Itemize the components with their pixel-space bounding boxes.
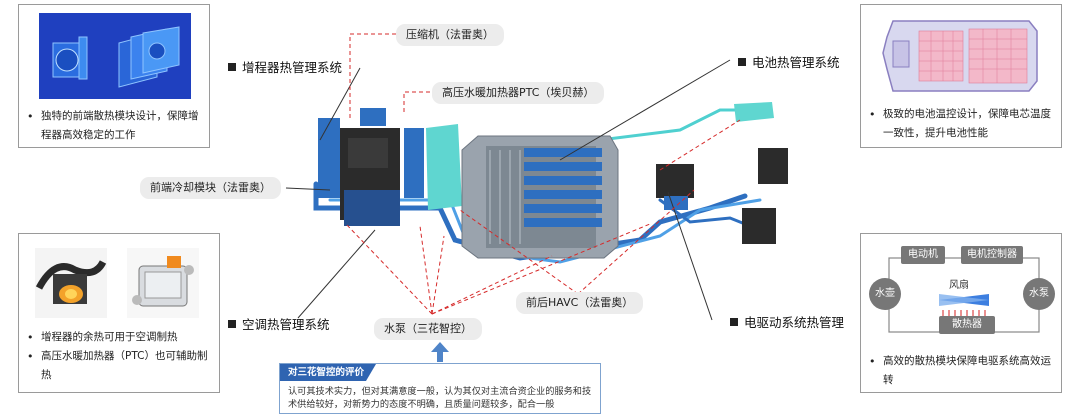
edrive-panel: 电动机 电机控制器 水壶 水泵 风扇 散热器 高效的散热模块保障电驱系统高效运转 — [860, 233, 1062, 393]
section-marker — [228, 62, 236, 71]
range-extender-panel: 独特的前端散热模块设计，保障增程器高效稳定的工作 — [18, 4, 210, 148]
battery-panel: 极致的电池温控设计，保障电芯温度一致性，提升电池性能 — [860, 4, 1062, 148]
ac-section-label: 空调热管理系统 — [228, 314, 330, 333]
compressor-callout: 压缩机（法雷奥） — [396, 24, 504, 46]
ac-section-text: 空调热管理系统 — [242, 317, 330, 332]
section-marker — [228, 319, 236, 328]
evaluation-text: 认可其技术实力，但对其满意度一般，认为其仅对主流合资企业的服务和技术供给较好，对… — [288, 386, 592, 410]
edrive-section-label: 电驱动系统热管理 — [730, 312, 844, 331]
evaluation-box: 对三花智控的评价 认可其技术实力，但对其满意度一般，认为其仅对主流合资企业的服务… — [279, 363, 601, 414]
ac-panel: 增程器的余热可用于空调制热 高压水暖加热器（PTC）也可辅助制热 — [18, 233, 220, 393]
motor-box: 电动机 — [901, 246, 945, 264]
evaluation-title: 对三花智控的评价 — [280, 364, 376, 381]
hvac-callout: 前后HAVC（法雷奥） — [516, 292, 644, 314]
battery-bullet: 极致的电池温控设计，保障电芯温度一致性，提升电池性能 — [867, 105, 1057, 143]
ac-bullet-ptc: 高压水暖加热器（PTC）也可辅助制热 — [25, 347, 215, 385]
battery-section-label: 电池热管理系统 — [738, 52, 840, 71]
kettle-circle: 水壶 — [869, 278, 901, 310]
battery-pack-image — [879, 11, 1041, 95]
front-cooling-module-image — [39, 13, 191, 99]
ptc-heater-image — [127, 248, 199, 318]
range-extender-section-label: 增程器热管理系统 — [228, 57, 342, 76]
ptc-callout: 高压水暖加热器PTC（埃贝赫） — [432, 82, 605, 104]
controller-box: 电机控制器 — [961, 246, 1023, 264]
pump-circle: 水泵 — [1023, 278, 1055, 310]
edrive-bullet: 高效的散热模块保障电驱系统高效运转 — [867, 352, 1057, 390]
arrow-up-icon — [431, 342, 449, 362]
battery-section-text: 电池热管理系统 — [752, 55, 840, 70]
engine-heat-image — [35, 248, 107, 318]
section-marker — [738, 57, 746, 66]
fan-label: 风扇 — [949, 280, 969, 291]
water-pump-callout: 水泵（三花智控） — [374, 318, 482, 340]
range-extender-bullet: 独特的前端散热模块设计，保障增程器高效稳定的工作 — [25, 107, 205, 145]
edrive-schematic: 电动机 电机控制器 水壶 水泵 风扇 散热器 — [869, 244, 1055, 344]
ac-bullet-waste-heat: 增程器的余热可用于空调制热 — [25, 328, 215, 347]
radiator-box: 散热器 — [939, 316, 995, 334]
range-extender-section-text: 增程器热管理系统 — [242, 60, 343, 75]
edrive-section-text: 电驱动系统热管理 — [744, 315, 845, 330]
section-marker — [730, 317, 738, 326]
front-cooling-callout: 前端冷却模块（法雷奥） — [140, 177, 281, 199]
